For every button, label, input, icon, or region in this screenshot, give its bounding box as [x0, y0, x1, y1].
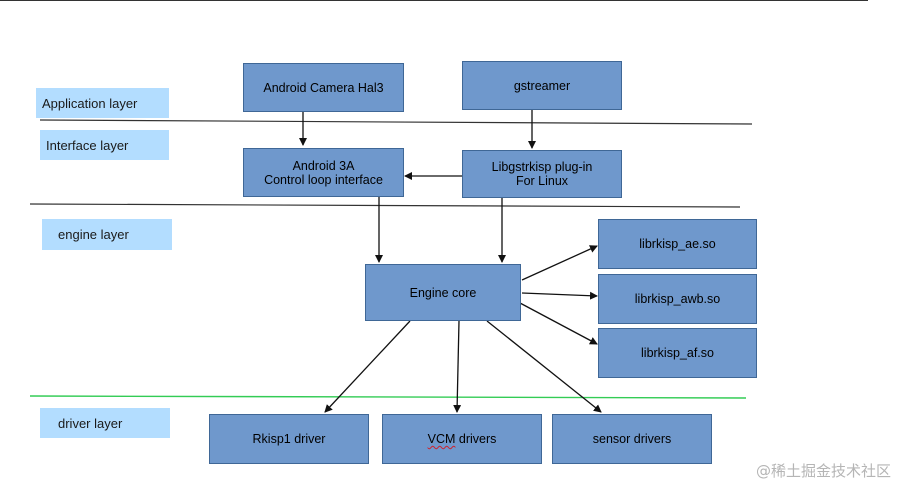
application-layer-label: Application layer — [36, 88, 169, 118]
rkisp1-driver-node: Rkisp1 driver — [209, 414, 369, 464]
interface-layer-label: Interface layer — [40, 130, 169, 160]
vcm-drivers-node: VCM drivers — [382, 414, 542, 464]
arrow-engine-to-ae — [521, 245, 598, 281]
arrow-engine-to-sensor — [486, 320, 602, 413]
librkisp-ae-node: librkisp_ae.so — [598, 219, 757, 269]
node-label: gstreamer — [513, 78, 571, 93]
librkisp-af-node: librkisp_af.so — [598, 328, 757, 378]
arrow-engine-to-rkisp1 — [324, 320, 411, 413]
application-interface-separator — [39, 119, 753, 125]
node-label: VCM drivers — [428, 432, 497, 446]
node-label: Rkisp1 driver — [252, 432, 326, 446]
engine-core-node: Engine core — [365, 264, 521, 321]
arrow-engine-to-awb — [521, 291, 598, 300]
node-label-line-2: Control loop interface — [264, 172, 383, 187]
node-label: Android Camera Hal3 — [263, 80, 384, 95]
libgstrkisp-plugin-node: Libgstrkisp plug-in For Linux — [462, 150, 622, 198]
node-label-line-1: Android 3A — [292, 158, 355, 173]
librkisp-awb-node: librkisp_awb.so — [598, 274, 757, 324]
sensor-drivers-node: sensor drivers — [552, 414, 712, 464]
node-label: librkisp_awb.so — [634, 292, 721, 306]
interface-engine-separator — [29, 203, 741, 208]
engine-driver-separator — [29, 395, 747, 399]
node-label: Engine core — [409, 285, 477, 300]
engine-layer-label: engine layer — [42, 219, 172, 250]
arrow-engine-to-vcm — [453, 320, 462, 413]
driver-layer-label: driver layer — [40, 408, 170, 438]
watermark-text: @稀土掘金技术社区 — [755, 462, 891, 480]
android-camera-hal3-node: Android Camera Hal3 — [243, 63, 404, 112]
node-label-line-2: For Linux — [515, 174, 569, 188]
gstreamer-node: gstreamer — [462, 61, 622, 110]
node-label-line-1: Libgstrkisp plug-in — [491, 160, 593, 174]
arrow-engine-to-af — [519, 302, 598, 345]
top-border-line — [0, 0, 868, 1]
node-label: librkisp_ae.so — [639, 237, 716, 251]
node-label: librkisp_af.so — [641, 346, 714, 360]
android-3a-node: Android 3A Control loop interface — [243, 148, 404, 197]
node-label: sensor drivers — [592, 432, 672, 446]
vcm-label-suffix: drivers — [455, 432, 497, 446]
vcm-label-prefix: VCM — [427, 432, 456, 446]
